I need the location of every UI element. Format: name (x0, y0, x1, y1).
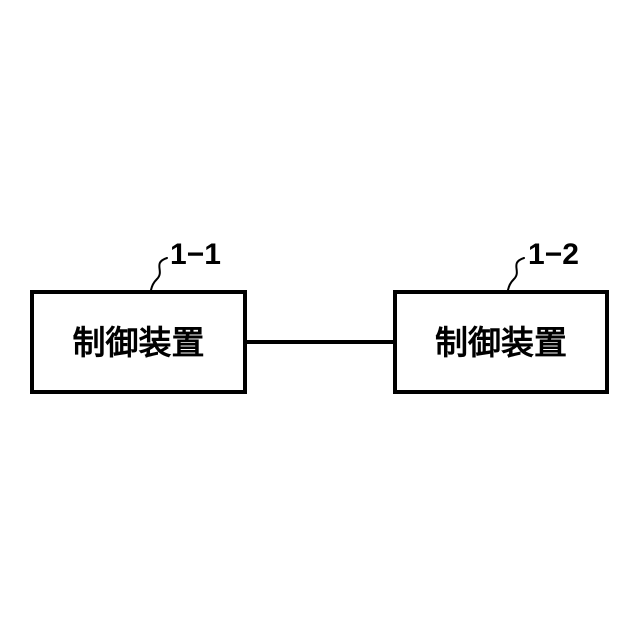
control-device-box-1-1: 制御装置 (30, 290, 247, 394)
control-device-label-1-2: 制御装置 (435, 324, 567, 361)
ref-numeral-1-1: 1−1 (170, 238, 221, 271)
control-device-label-1-1: 制御装置 (72, 324, 205, 361)
control-device-box-1-2: 制御装置 (393, 290, 609, 394)
leader-line-1-1 (150, 257, 168, 291)
ref-numeral-1-2: 1−2 (528, 238, 579, 271)
leader-line-1-2 (507, 257, 525, 291)
